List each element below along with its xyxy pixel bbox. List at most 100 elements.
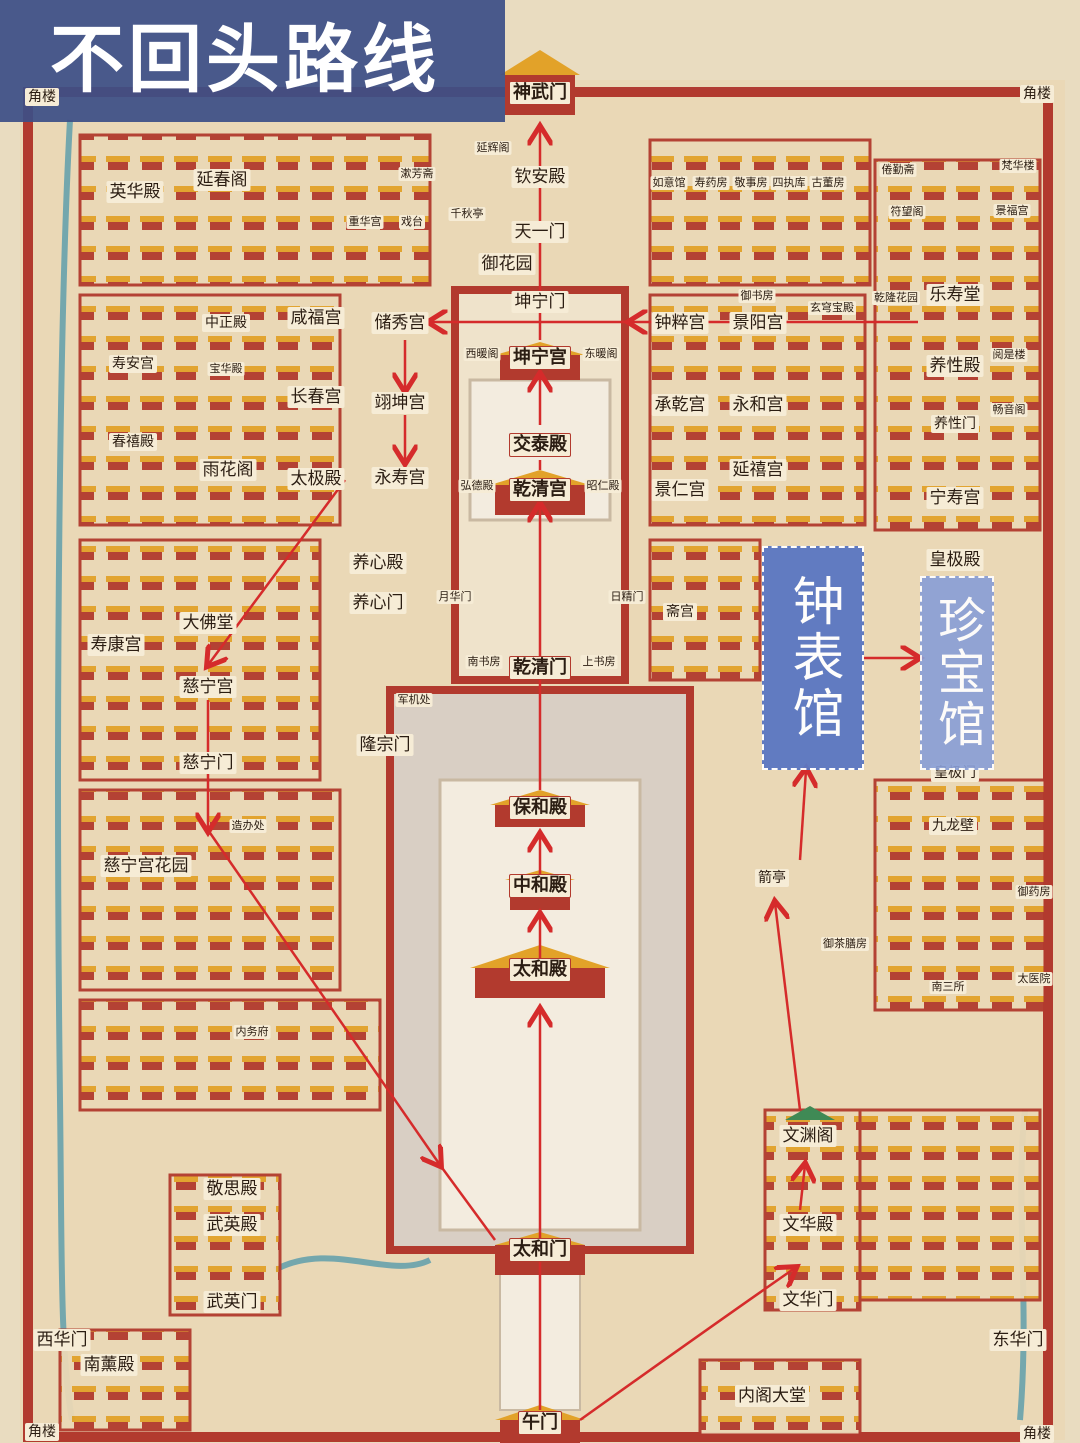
hall-shouangong: 寿安宫 xyxy=(109,355,157,373)
bldg-dongnuange: 东暖阁 xyxy=(582,347,620,361)
bldg-shufangzhai: 漱芳斋 xyxy=(398,167,436,181)
corner-tower-se: 角楼 xyxy=(1020,1425,1054,1443)
bldg-jingshifang: 敬事房 xyxy=(732,176,770,190)
gate-yuehuamen: 月华门 xyxy=(436,590,474,604)
hall-leshoutang: 乐寿堂 xyxy=(926,284,984,306)
bldg-xuanqiongbaodian: 玄穹宝殿 xyxy=(808,301,856,315)
hall-ningshougong: 宁寿宫 xyxy=(926,487,984,509)
bldg-zhaorendian: 昭仁殿 xyxy=(584,479,622,493)
hall-yuhuage: 雨花阁 xyxy=(199,459,257,481)
gate-donghuamen: 东华门 xyxy=(989,1329,1047,1351)
corner-tower-nw: 角楼 xyxy=(25,88,59,106)
hall-yangxindian: 养心殿 xyxy=(349,552,407,574)
gate-tianyimen: 天一门 xyxy=(511,221,569,243)
gate-yangxingmen: 养性门 xyxy=(931,415,979,433)
bldg-shouyaofang: 寿药房 xyxy=(692,176,730,190)
bldg-nansansuo: 南三所 xyxy=(929,980,967,994)
bldg-yueshilou: 阅是楼 xyxy=(990,348,1028,362)
bldg-zaobanchu: 造办处 xyxy=(229,819,267,833)
hall-zhonghedian: 中和殿 xyxy=(509,874,571,898)
gate-qianqingmen: 乾清门 xyxy=(509,656,571,680)
moat-west xyxy=(55,119,75,1421)
hall-jianting: 箭亭 xyxy=(755,869,789,887)
gate-yangxinmen: 养心门 xyxy=(349,592,407,614)
hall-jingrengong: 景仁宫 xyxy=(651,479,709,501)
hall-yuhuayuan: 御花园 xyxy=(478,253,536,275)
hall-cininggong-garden: 慈宁宫花园 xyxy=(100,855,192,877)
hall-baohedian: 保和殿 xyxy=(509,796,571,820)
gate-cininggmen: 慈宁门 xyxy=(179,752,237,774)
gate-wuyingmen: 武英门 xyxy=(203,1291,261,1313)
building-blocks xyxy=(58,133,1047,1437)
hall-yongshougong: 永寿宫 xyxy=(371,467,429,489)
bldg-shangshufang: 上书房 xyxy=(580,655,618,669)
gate-wenhuamen: 文华门 xyxy=(779,1289,837,1311)
hall-jingsidian: 敬思殿 xyxy=(203,1178,261,1200)
hall-wenhuadian: 文华殿 xyxy=(779,1214,837,1236)
bldg-yuchashanfang: 御茶膳房 xyxy=(821,937,869,951)
bldg-yanhuige: 延辉阁 xyxy=(474,141,512,155)
hall-taihedian: 太和殿 xyxy=(509,958,571,982)
bldg-jingfugong: 景福宫 xyxy=(993,204,1031,218)
hall-yinghuadian: 英华殿 xyxy=(106,181,164,203)
hall-qinandian: 钦安殿 xyxy=(511,166,569,188)
hall-changchungong: 长春宫 xyxy=(287,386,345,408)
bldg-qianqiuting: 千秋亭 xyxy=(448,207,486,221)
hall-neigedatang: 内阁大堂 xyxy=(735,1385,809,1407)
hall-cininggong: 慈宁宫 xyxy=(179,676,237,698)
bldg-xinuange: 西暖阁 xyxy=(463,347,501,361)
hall-qianqinggong: 乾清宫 xyxy=(509,478,571,502)
bldg-xitai: 戏台 xyxy=(399,215,425,229)
bldg-fuwangge: 符望阁 xyxy=(888,205,926,219)
bldg-chonghuagong: 重华宫 xyxy=(346,215,384,229)
inner-river xyxy=(273,1255,432,1273)
gate-shenwumen: 神武门 xyxy=(509,81,571,105)
hall-qianlong-garden: 乾隆花园 xyxy=(872,291,920,305)
corner-tower-sw: 角楼 xyxy=(25,1423,59,1441)
page-title: 不回头路线 xyxy=(50,17,440,103)
bldg-neiwufu: 内务府 xyxy=(233,1025,271,1039)
hall-nanxundian: 南薰殿 xyxy=(80,1354,138,1376)
hall-yikungong: 翊坤宫 xyxy=(371,392,429,414)
hall-taijidian: 太极殿 xyxy=(287,468,345,490)
hall-jiulongbi: 九龙壁 xyxy=(929,817,977,835)
bldg-yuyaofang: 御药房 xyxy=(1015,885,1053,899)
hall-zhongcuigong: 钟粹宫 xyxy=(651,312,709,334)
clock-museum-highlight: 钟表馆 xyxy=(762,546,864,770)
gate-wumen: 午门 xyxy=(518,1411,562,1435)
hall-shoukanggong: 寿康宫 xyxy=(87,634,145,656)
hall-yanxigong: 延禧宫 xyxy=(729,459,787,481)
hall-zhongzhengdian: 中正殿 xyxy=(202,314,250,332)
corner-tower-ne: 角楼 xyxy=(1020,85,1054,103)
gate-taihemen: 太和门 xyxy=(509,1238,571,1262)
bldg-gudongfang: 古董房 xyxy=(809,176,847,190)
hall-chuxiugong: 储秀宫 xyxy=(371,312,429,334)
hall-dafotang: 大佛堂 xyxy=(179,612,237,634)
bldg-taiyiyuan: 太医院 xyxy=(1015,972,1053,986)
bldg-juanqinzhai: 倦勤斋 xyxy=(879,163,917,177)
hall-chengqiangong: 承乾宫 xyxy=(651,394,709,416)
title-banner xyxy=(0,0,505,122)
bldg-hongdedian: 弘德殿 xyxy=(458,479,496,493)
bldg-changyinge: 畅音阁 xyxy=(990,403,1028,417)
hall-wenyuange: 文渊阁 xyxy=(779,1125,837,1147)
hall-yangxingdian: 养性殿 xyxy=(926,355,984,377)
gate-kunningmen: 坤宁门 xyxy=(511,291,569,313)
bldg-ruyiguan: 如意馆 xyxy=(650,176,688,190)
hall-jiaotaidian: 交泰殿 xyxy=(509,433,571,457)
bldg-nanshufang: 南书房 xyxy=(465,655,503,669)
hall-baohuadian: 宝华殿 xyxy=(207,362,245,376)
treasure-museum-highlight: 珍宝馆 xyxy=(920,576,994,770)
gate-rijingmen: 日精门 xyxy=(608,590,646,604)
gate-longzongmen: 隆宗门 xyxy=(356,734,414,756)
route-lines xyxy=(208,128,918,1422)
hall-wuyingdian: 武英殿 xyxy=(203,1214,261,1236)
hall-yanchunge: 延春阁 xyxy=(193,169,251,191)
bldg-junjichu: 军机处 xyxy=(395,693,433,707)
bldg-yushufang: 御书房 xyxy=(738,289,776,303)
clock-museum-label: 钟表馆 xyxy=(783,574,843,742)
hall-xianfugong: 咸福宫 xyxy=(287,307,345,329)
hall-huangjidian: 皇极殿 xyxy=(926,549,984,571)
hall-yonghegong: 永和宫 xyxy=(729,394,787,416)
